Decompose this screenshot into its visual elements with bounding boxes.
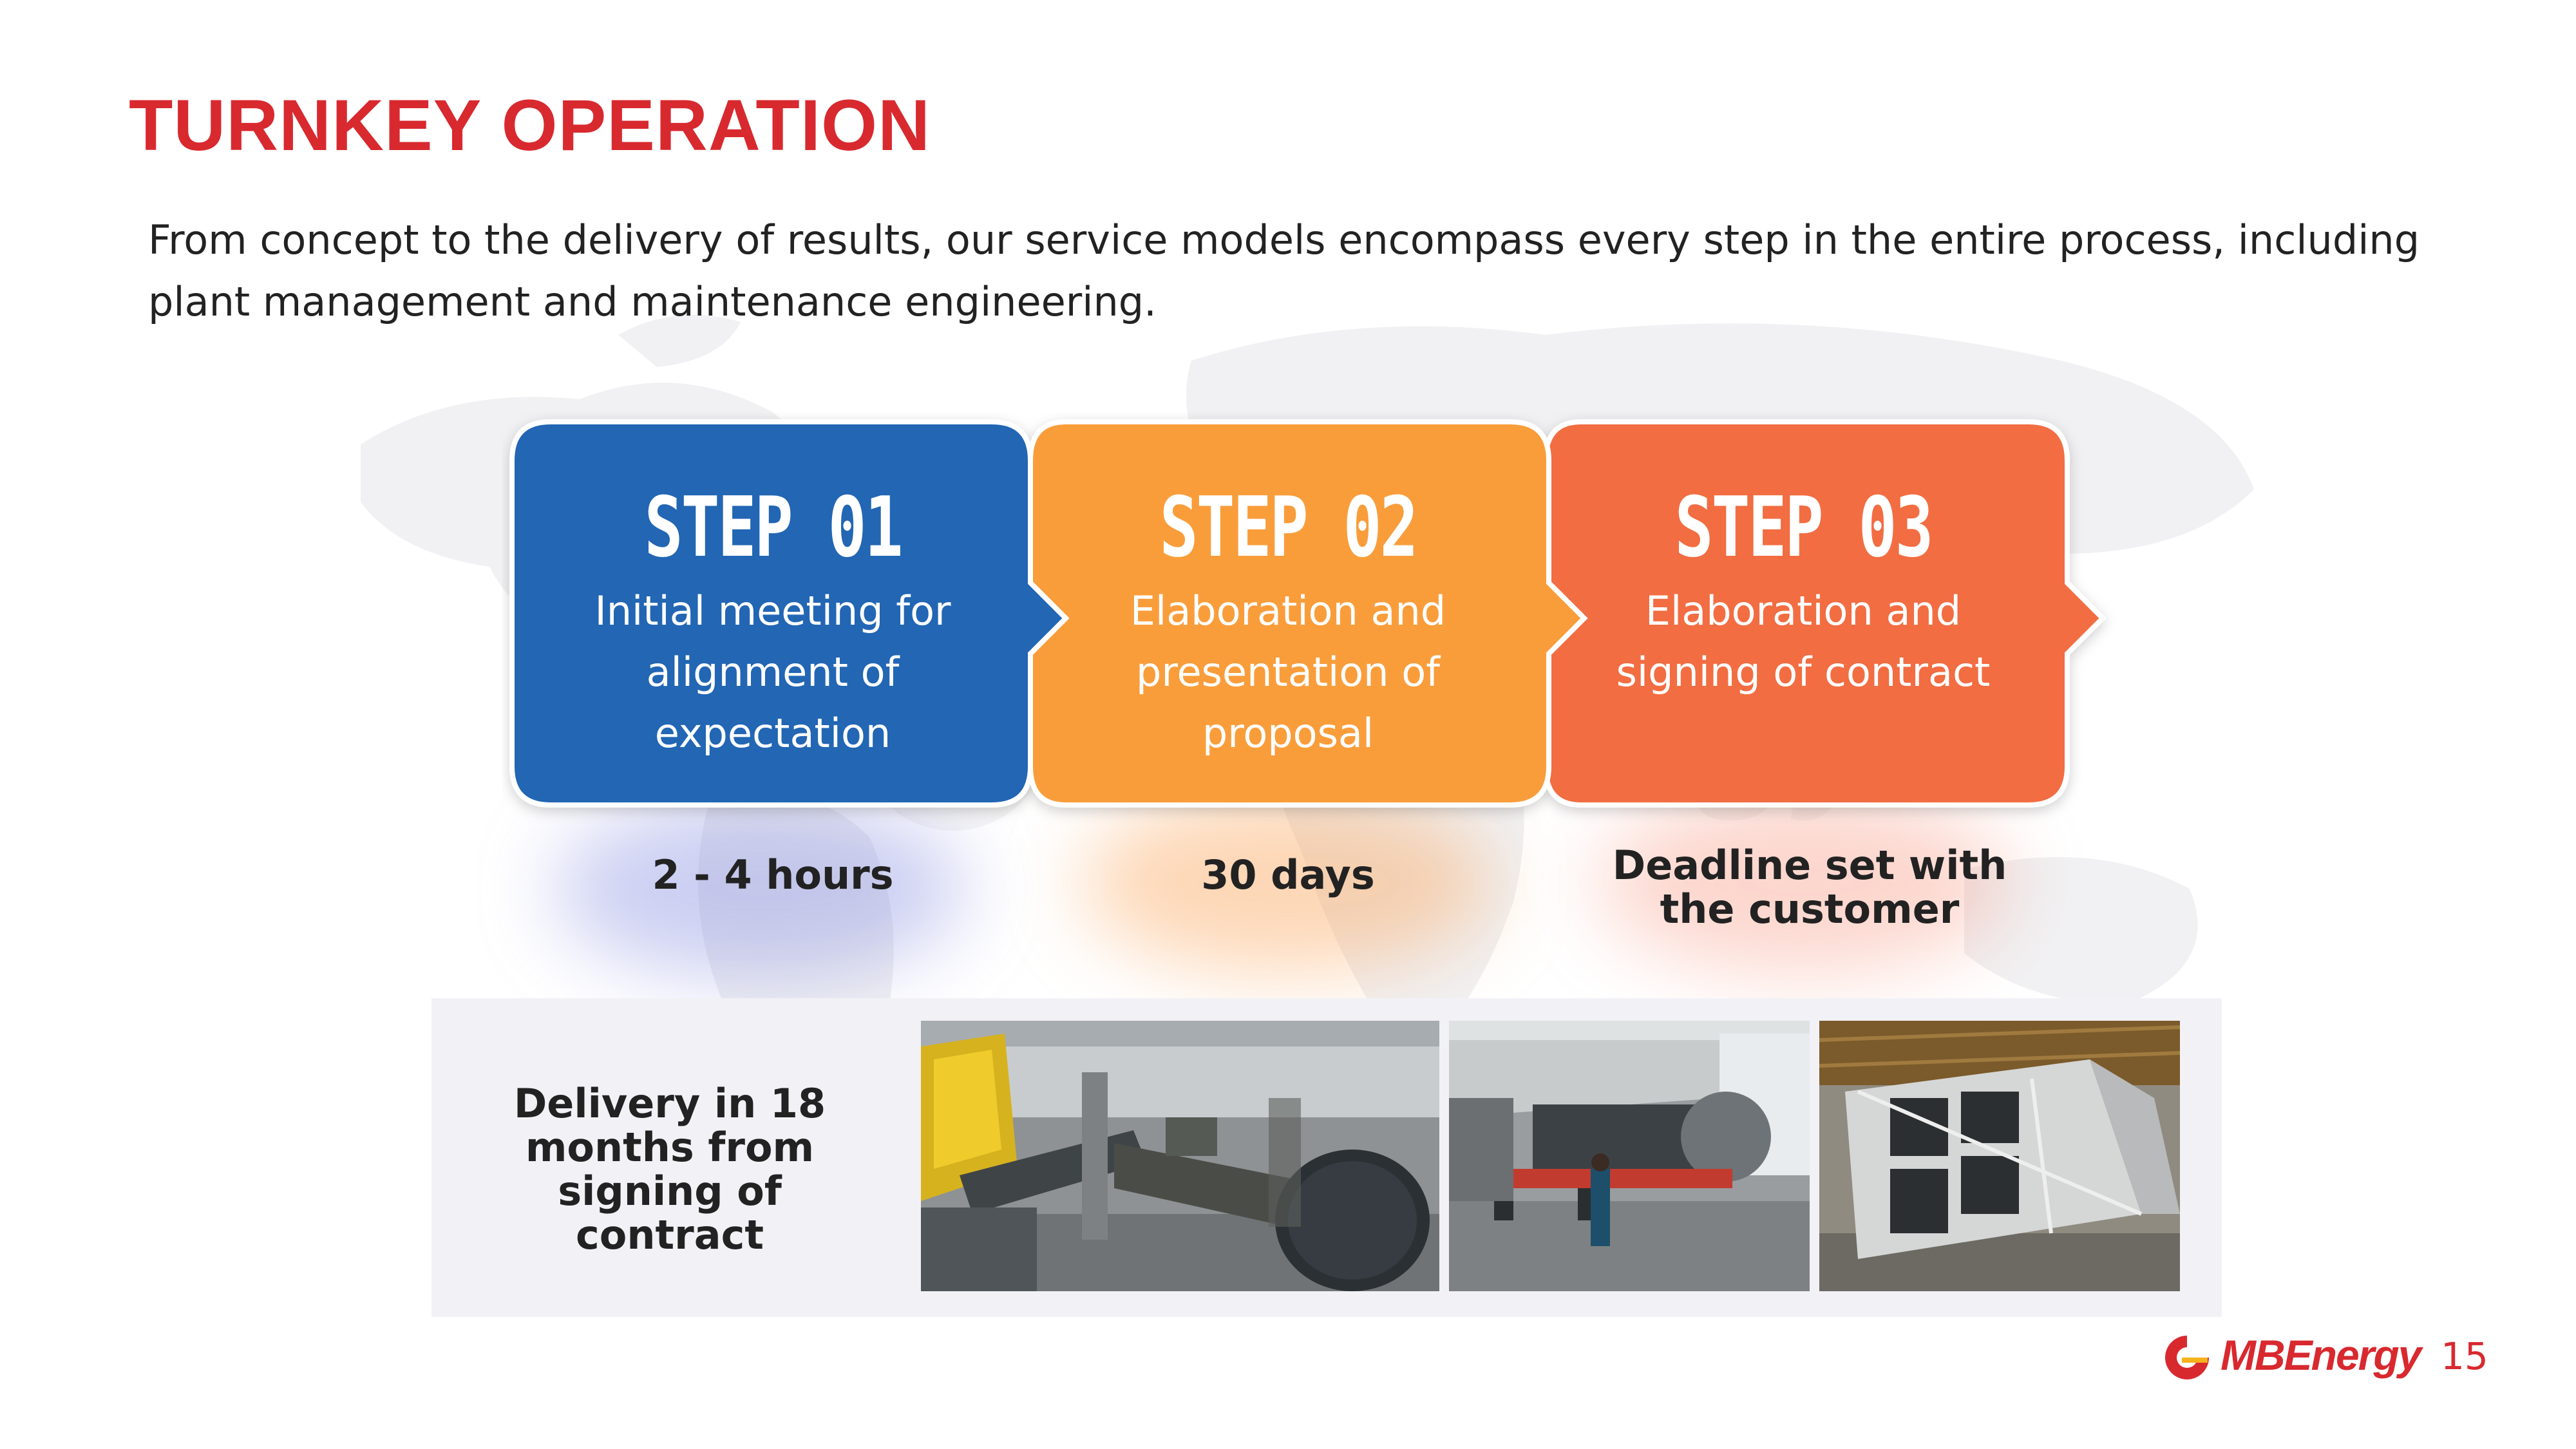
- page-title: TURNKEY OPERATION: [129, 85, 931, 166]
- mbenergy-logo-icon: [2165, 1336, 2209, 1379]
- crane-lifting-heat-exchanger-photo: [921, 1021, 1439, 1291]
- truck-transporting-equipment-photo: [1449, 1021, 1810, 1291]
- mbenergy-logo-text: MBEnergy: [2221, 1331, 2421, 1379]
- step-01-content: STEP 01 Initial meeting for alignment of…: [515, 480, 1030, 764]
- intro-paragraph: From concept to the delivery of results,…: [148, 216, 2420, 325]
- steel-module-fabrication-photo: [1819, 1021, 2180, 1291]
- page-number: 15: [2441, 1334, 2488, 1378]
- step-01-glow: [554, 799, 966, 979]
- step-02-glow: [1082, 792, 1494, 972]
- step-02-duration: 30 days: [1201, 851, 1375, 898]
- step-02-description: Elaboration and presentation of proposal: [1130, 587, 1446, 757]
- steps-diagram: [509, 419, 2107, 808]
- step-01-title: STEP 01: [644, 480, 904, 576]
- step-01-duration: 2 - 4 hours: [652, 851, 894, 898]
- step-01-box: [509, 419, 1070, 808]
- delivery-text: Delivery in 18 months from signing of co…: [513, 1080, 826, 1258]
- step-03-content: STEP 03 Elaboration and signing of contr…: [1546, 480, 2061, 703]
- step-03-title: STEP 03: [1674, 480, 1934, 576]
- step-03-duration: Deadline set with the customer: [1612, 842, 2007, 933]
- step-03-glow: [1597, 792, 2009, 972]
- step-02-title: STEP 02: [1159, 480, 1419, 576]
- step-02-content: STEP 02 Elaboration and presentation of …: [1030, 480, 1546, 764]
- step-01-description: Initial meeting for alignment of expecta…: [594, 587, 951, 757]
- step-03-description: Elaboration and signing of contract: [1616, 587, 1991, 696]
